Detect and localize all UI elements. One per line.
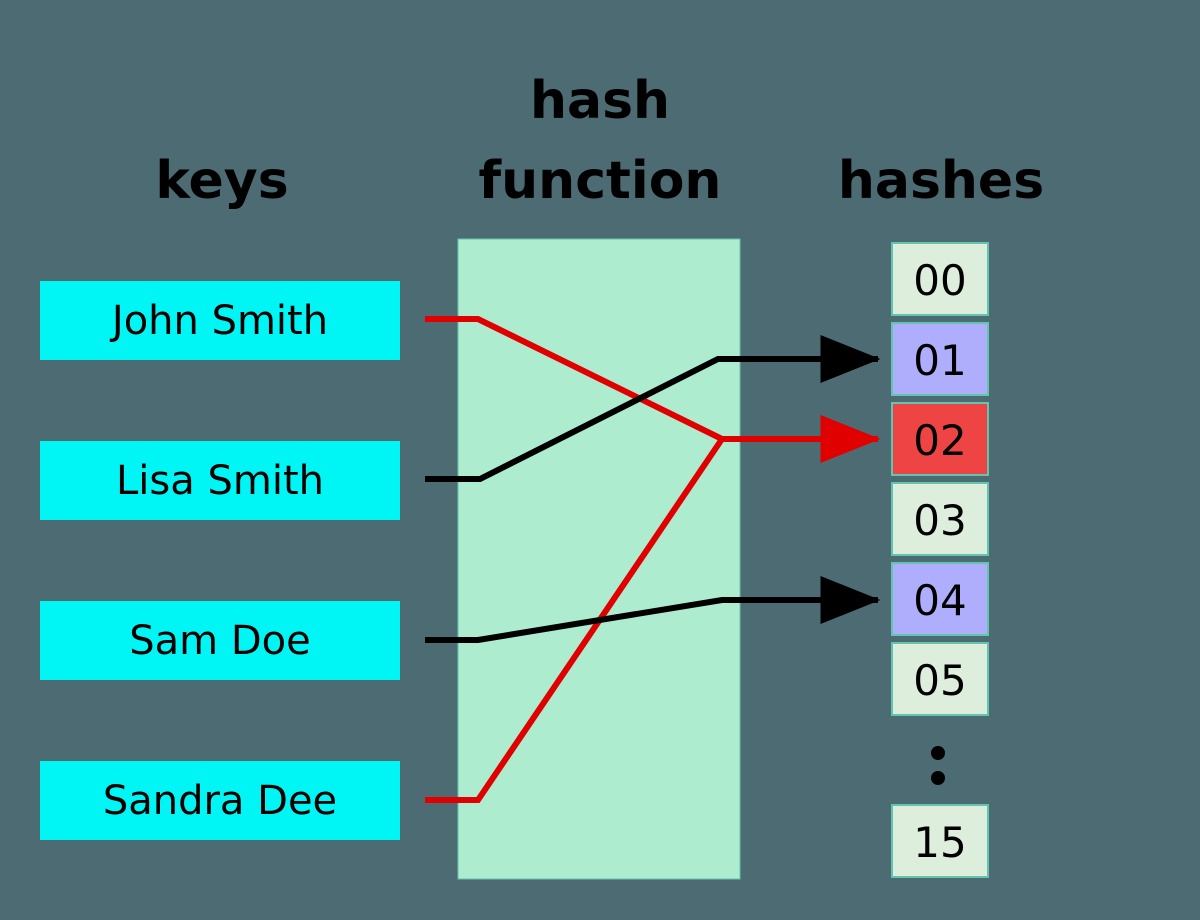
hash-bucket-label: 05 [913, 656, 966, 705]
hash-bucket-label: 15 [913, 818, 966, 867]
mapping-line-lisa-smith-to-01 [425, 335, 881, 482]
key-box-john-smith[interactable]: John Smith [40, 281, 400, 360]
header-keys: keys [155, 151, 288, 211]
key-box-sandra-dee[interactable]: Sandra Dee [40, 761, 400, 840]
hash-bucket-00[interactable]: 00 [891, 242, 989, 316]
hash-bucket-01[interactable]: 01 [891, 322, 989, 396]
hash-bucket-label: 01 [913, 336, 966, 385]
key-label: Sandra Dee [103, 778, 337, 824]
key-box-sam-doe[interactable]: Sam Doe [40, 601, 400, 680]
header-hashes: hashes [838, 151, 1044, 211]
hash-bucket-label: 00 [913, 256, 966, 305]
header-hash-function-line1: hash [530, 71, 670, 131]
hash-bucket-15[interactable]: 15 [891, 804, 989, 878]
hash-bucket-label: 02 [913, 416, 966, 465]
mapping-line-sandra-dee-to-02 [425, 437, 725, 803]
hash-bucket-03[interactable]: 03 [891, 482, 989, 556]
hash-bucket-label: 04 [913, 576, 966, 625]
hash-bucket-02[interactable]: 02 [891, 402, 989, 476]
hash-bucket-05[interactable]: 05 [891, 642, 989, 716]
hash-bucket-04[interactable]: 04 [891, 562, 989, 636]
mapping-line-sam-doe-to-04 [425, 576, 881, 643]
hash-bucket-ellipsis-icon [931, 746, 945, 785]
key-label: John Smith [109, 298, 328, 344]
header-hash-function-line2: function [479, 151, 722, 211]
hash-function-box [457, 238, 741, 880]
hash-bucket-label: 03 [913, 496, 966, 545]
key-box-lisa-smith[interactable]: Lisa Smith [40, 441, 400, 520]
key-label: Lisa Smith [116, 458, 324, 504]
key-label: Sam Doe [129, 618, 310, 664]
